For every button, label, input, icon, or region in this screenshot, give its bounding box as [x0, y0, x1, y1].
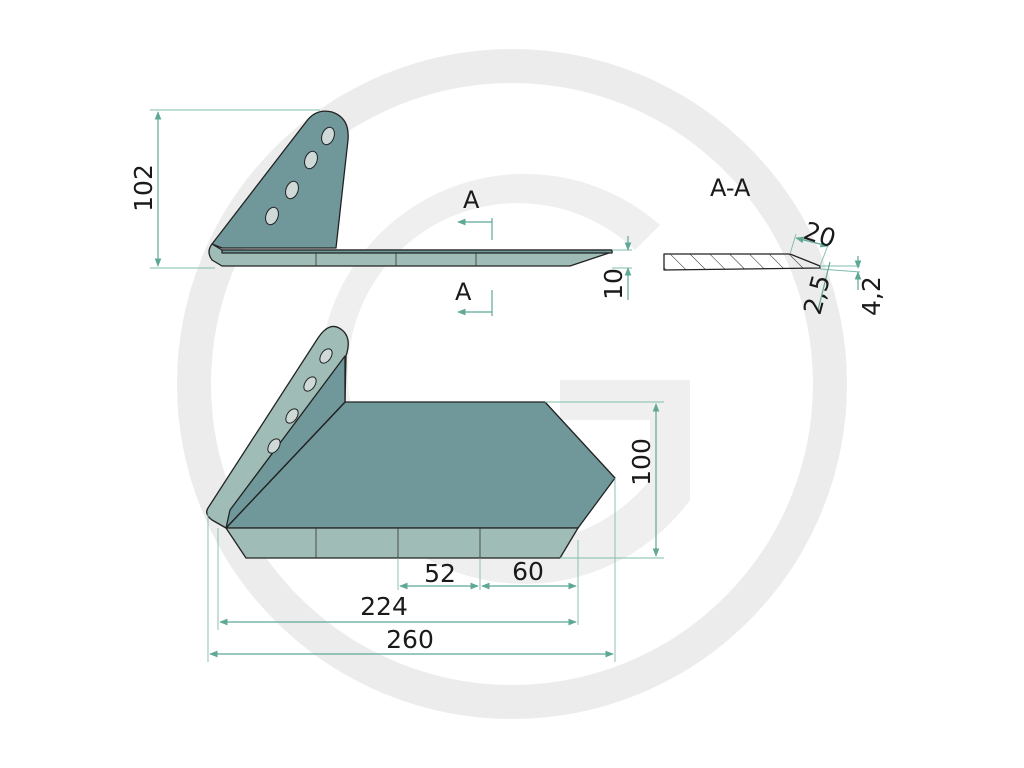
dimension-102: 102 [129, 109, 320, 269]
dimension-10-label: 10 [599, 268, 628, 300]
dimension-102-label: 102 [129, 164, 158, 212]
dimension-60-label: 60 [512, 557, 544, 586]
plan-view [206, 325, 616, 559]
side-view-mount-plate [211, 110, 349, 249]
dimension-60: 60 [481, 540, 579, 625]
dimension-100: 100 [545, 401, 664, 559]
side-view-mount-holes [265, 126, 335, 226]
dimension-224: 224 [217, 528, 577, 630]
watermark-logo [177, 49, 847, 719]
dimension-224-label: 224 [360, 592, 408, 621]
section-mark-top-label: A [463, 186, 480, 214]
dimension-10: 10 [599, 236, 632, 300]
plan-view-mount-holes [267, 348, 333, 454]
dimension-52: 52 [397, 558, 481, 590]
plan-view-cutting-edge [225, 527, 579, 559]
dimension-260-label: 260 [386, 625, 434, 654]
dimension-52-label: 52 [424, 559, 456, 588]
dimension-4-2-label: 4,2 [857, 276, 886, 316]
dimension-260: 260 [207, 478, 616, 662]
dimension-100-label: 100 [627, 438, 656, 486]
section-profile [663, 253, 821, 271]
section-mark-bottom-label: A [455, 278, 472, 306]
side-view [208, 110, 613, 267]
section-mark-a: A A [455, 186, 493, 316]
section-view: A-A 20 2,5 4,2 [663, 174, 886, 318]
section-title: A-A [710, 174, 751, 202]
